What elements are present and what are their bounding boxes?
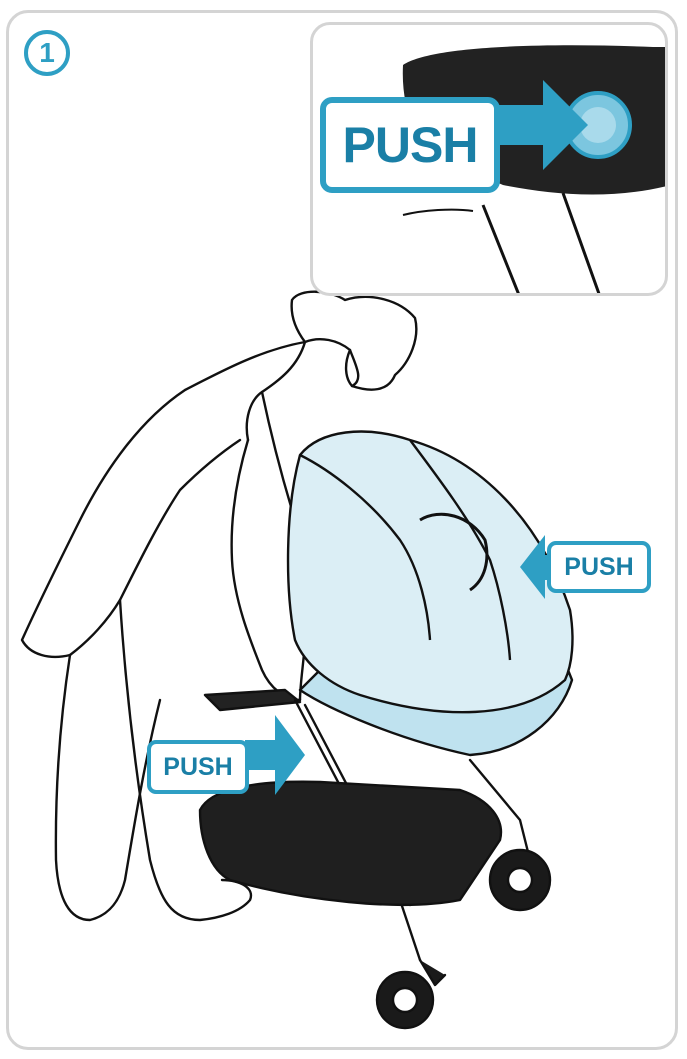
stroller-basket	[198, 780, 503, 906]
inset-push-label: PUSH	[320, 97, 500, 193]
person-arm	[230, 438, 302, 702]
person-head	[290, 290, 418, 391]
person-legs	[54, 653, 162, 922]
step-number-badge: 1	[24, 30, 70, 76]
handle-push-label: PUSH	[147, 740, 249, 794]
inset-push-arrow	[493, 80, 588, 170]
stroller-handlebar	[203, 688, 302, 712]
person-body	[20, 340, 307, 659]
canopy-push-label: PUSH	[547, 541, 651, 593]
handle-push-arrow	[245, 715, 305, 795]
